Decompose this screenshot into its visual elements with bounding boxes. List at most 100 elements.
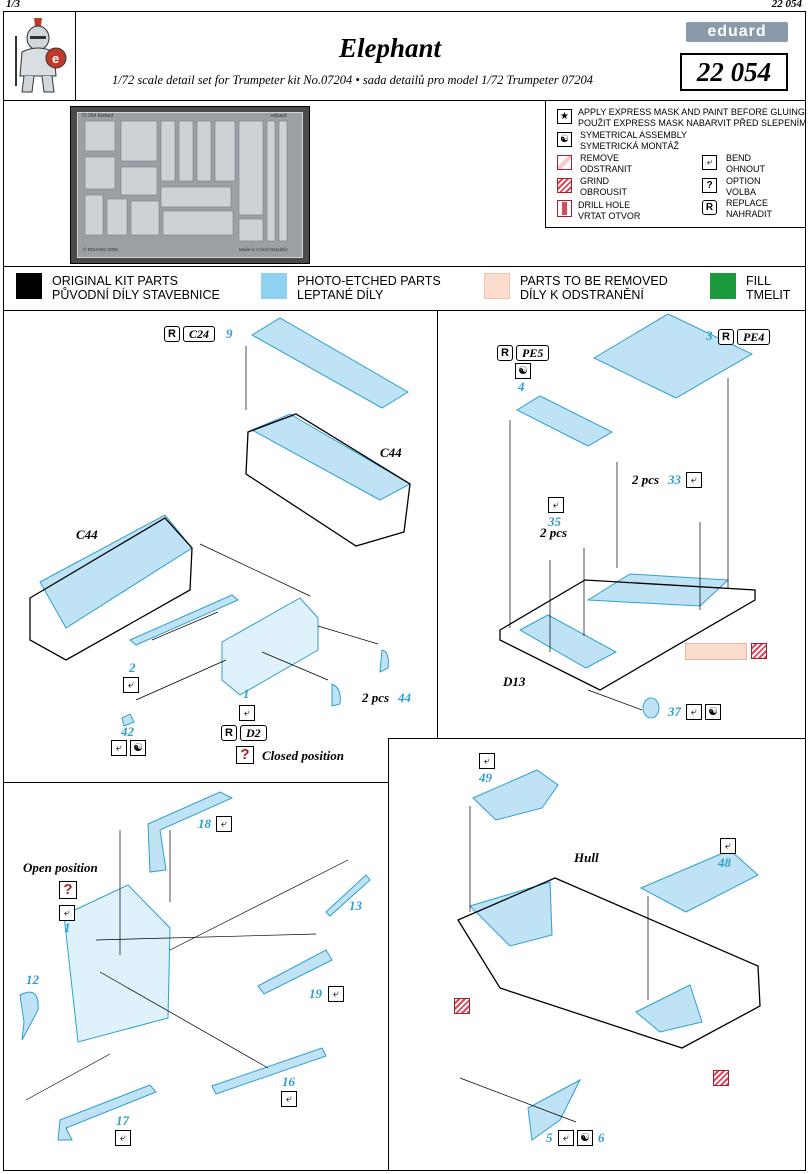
yin-yang-icon: ☯ [705, 704, 721, 720]
section-divider-left [3, 782, 388, 783]
bend-icon: ⤶ [123, 677, 139, 693]
page-title: Elephant [338, 33, 442, 63]
part-number-9: 9 [226, 326, 233, 341]
part-number-49: 49 [479, 770, 492, 785]
replace-icon: R [718, 329, 734, 345]
bend-icon: ⤶ [479, 753, 495, 769]
quantity-label: 2 pcs [540, 525, 568, 540]
fret-made-in: Made in Czech Republic [239, 247, 288, 252]
bend-icon: ⤶ [686, 472, 702, 488]
part-number-6: 6 [598, 1130, 605, 1145]
part-number-48: 48 [718, 855, 731, 870]
legend-swatch-fill [710, 273, 736, 299]
quantity-label: 2 pcs [362, 690, 390, 705]
bend-icon: ⤶ [720, 838, 736, 854]
svg-text:e: e [52, 51, 59, 66]
grind-icon [454, 998, 470, 1014]
bend-icon: ⤶ [59, 905, 75, 921]
legend-divider-top [3, 266, 806, 267]
bend-icon: ⤶ [328, 986, 344, 1002]
part-number-33: 33 [668, 472, 681, 487]
part-label-pe4: PE4 [737, 329, 771, 345]
replace-icon: R [164, 326, 180, 342]
eduard-brand: eduard [686, 22, 788, 42]
fret-brand: eduard [271, 113, 287, 119]
symbol-text: APPLY EXPRESS MASK AND PAINT BEFORE GLUI… [578, 107, 807, 128]
part-number-13: 13 [349, 898, 362, 913]
part-number-18: 18 [198, 816, 211, 831]
fret-copyright: © EDUARD 2006 [83, 247, 118, 252]
part-number-42: 42 [121, 724, 134, 739]
yin-yang-icon: ☯ [557, 132, 572, 147]
remove-icon [557, 155, 572, 170]
grind-icon [557, 178, 572, 193]
part-label-pe5: PE5 [516, 345, 550, 361]
open-position-label: Open position [23, 860, 98, 875]
closed-position-label: Closed position [262, 748, 344, 763]
knight-logo-icon: e [8, 16, 70, 96]
bend-icon: ⤶ [686, 704, 702, 720]
section-divider-mid [388, 738, 389, 1171]
part-number-4: 4 [518, 379, 525, 394]
bend-icon: ⤶ [702, 155, 717, 170]
hull-label: Hull [574, 850, 599, 865]
star-icon: ★ [557, 109, 572, 124]
bend-icon: ⤶ [558, 1130, 574, 1146]
part-number-1: 1 [243, 686, 250, 701]
bend-icon: ⤶ [115, 1130, 131, 1146]
part-number-16: 16 [282, 1074, 295, 1089]
part-number-2: 2 [129, 660, 136, 675]
page-frame [3, 11, 806, 1171]
bend-icon: ⤶ [111, 740, 127, 756]
legend-swatch-kit [16, 273, 42, 299]
option-icon: ? [236, 746, 254, 764]
section-divider-vertical [437, 311, 438, 738]
part-label-d13: D13 [503, 674, 526, 689]
part-label-c24: C24 [183, 326, 216, 342]
yin-yang-icon: ☯ [577, 1130, 593, 1146]
grind-icon [713, 1070, 729, 1086]
photo-etched-fret: 72 054 Elefant eduard © EDUARD 2006 Made… [70, 106, 310, 264]
replace-icon: R [702, 200, 717, 215]
legend-divider-bottom [3, 310, 806, 311]
page-number: 1/3 [6, 0, 21, 10]
part-number-5: 5 [546, 1130, 553, 1145]
part-label-c44: C44 [76, 527, 98, 542]
part-number-44: 44 [398, 690, 411, 705]
replace-icon: R [497, 345, 513, 361]
option-icon: ? [702, 178, 717, 193]
legend-swatch-pe [261, 273, 287, 299]
bend-icon: ⤶ [548, 497, 564, 513]
legend-swatch-remove [484, 273, 510, 299]
fret-label: 72 054 Elefant [81, 113, 114, 119]
part-label-d2: D2 [240, 725, 267, 741]
page-code: 22 054 [771, 0, 802, 10]
option-icon: ? [59, 881, 77, 899]
symbols-key-box [545, 100, 806, 228]
grind-icon [751, 643, 767, 659]
replace-icon: R [221, 725, 237, 741]
part-number-12: 12 [26, 972, 39, 987]
subtitle: 1/72 scale detail set for Trumpeter kit … [112, 73, 593, 87]
part-number-19: 19 [309, 986, 322, 1001]
bend-icon: ⤶ [239, 705, 255, 721]
part-number-1: 1 [64, 920, 71, 935]
part-number-17: 17 [116, 1113, 129, 1128]
quantity-label: 2 pcs [632, 472, 660, 487]
remove-area-swatch [685, 643, 747, 660]
part-number-37: 37 [668, 704, 681, 719]
bend-icon: ⤶ [216, 816, 232, 832]
yin-yang-icon: ☯ [515, 363, 531, 379]
